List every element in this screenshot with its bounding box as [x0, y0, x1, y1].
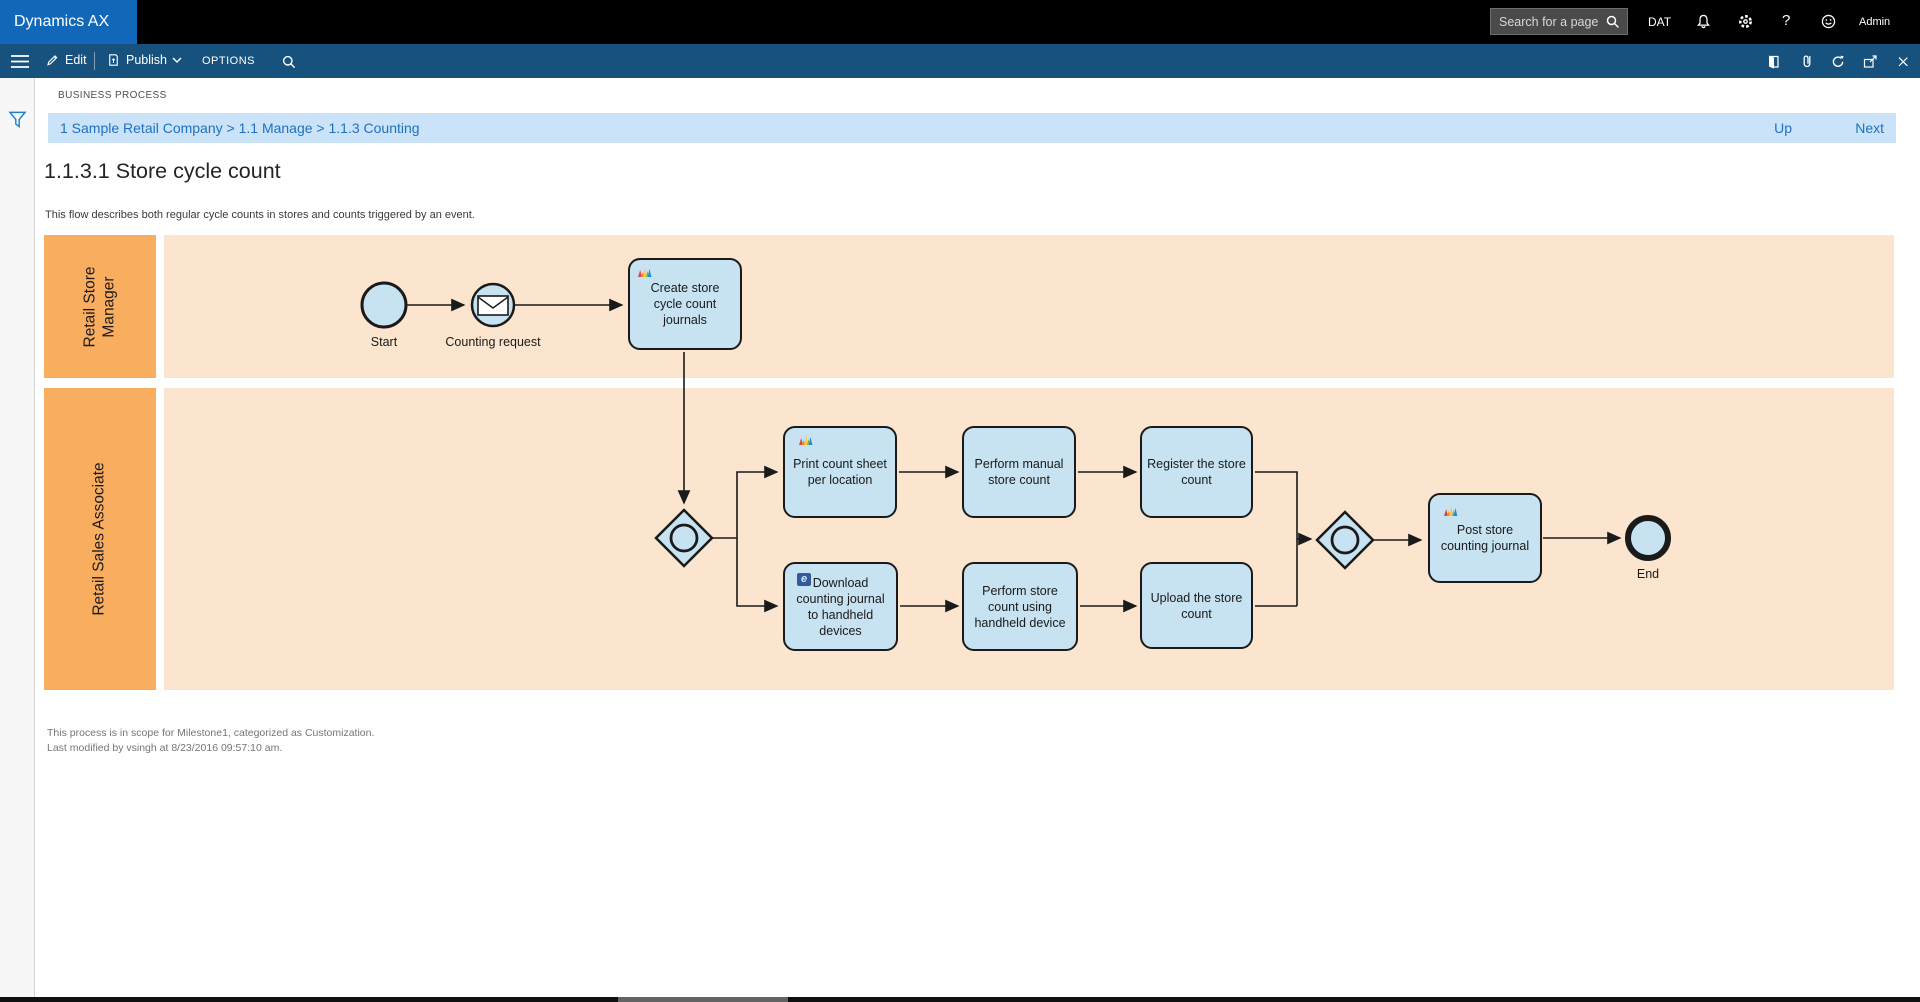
help-icon[interactable]: ?	[1782, 12, 1791, 29]
task-perform-store-count-handheld[interactable]: Perform store count using handheld devic…	[962, 562, 1078, 651]
lane-body-retail-store-manager	[164, 235, 1894, 378]
dynamics-ax-icon	[799, 433, 813, 450]
publish-icon	[109, 54, 118, 66]
next-link[interactable]: Next	[1855, 120, 1884, 136]
lane-label-retail-store-manager: Retail Store Manager	[44, 235, 156, 378]
open-in-new-window-icon[interactable]	[1862, 53, 1878, 70]
start-event-label: Start	[370, 335, 398, 349]
app-logo[interactable]: Dynamics AX	[0, 0, 137, 44]
edit-pencil-icon	[47, 55, 58, 66]
refresh-icon[interactable]	[1830, 53, 1846, 70]
end-event-label: End	[1636, 567, 1660, 581]
breadcrumb-path: 1 Sample Retail Company > 1.1 Manage > 1…	[60, 120, 420, 136]
task-perform-manual-store-count[interactable]: Perform manual store count	[962, 426, 1076, 518]
app-title: Dynamics AX	[14, 13, 110, 30]
hamburger-menu-icon[interactable]	[10, 54, 30, 69]
up-link[interactable]: Up	[1774, 120, 1792, 136]
internet-explorer-icon: e	[797, 570, 811, 586]
publish-button[interactable]: Publish	[106, 52, 182, 68]
dynamics-ax-icon	[1444, 504, 1458, 521]
scope-note: This process is in scope for Milestone1,…	[47, 727, 375, 739]
horizontal-scrollbar-thumb[interactable]	[618, 997, 788, 1002]
section-label: BUSINESS PROCESS	[58, 90, 167, 101]
close-icon[interactable]	[1896, 54, 1910, 69]
toolbar-divider	[94, 52, 95, 70]
task-create-store-cycle-count-journals[interactable]: Create store cycle count journals	[628, 258, 742, 350]
search-input[interactable]	[1491, 14, 1603, 29]
settings-gear-icon[interactable]	[1737, 13, 1754, 30]
filter-funnel-icon[interactable]	[7, 110, 28, 129]
page-search-box[interactable]	[1490, 8, 1628, 35]
feedback-smiley-icon[interactable]	[1820, 13, 1837, 30]
notifications-bell-icon[interactable]	[1695, 13, 1712, 30]
task-print-count-sheet[interactable]: Print count sheet per location	[783, 426, 897, 518]
page-title: 1.1.3.1 Store cycle count	[44, 159, 281, 183]
attachments-paperclip-icon[interactable]	[1799, 53, 1815, 70]
dynamics-ax-icon	[638, 265, 652, 282]
lane-label-retail-sales-associate: Retail Sales Associate	[44, 388, 156, 690]
breadcrumb[interactable]: 1 Sample Retail Company > 1.1 Manage > 1…	[48, 113, 1896, 143]
counting-request-label: Counting request	[445, 335, 541, 349]
task-post-store-counting-journal[interactable]: Post store counting journal	[1428, 493, 1542, 583]
process-description: This flow describes both regular cycle c…	[45, 209, 475, 221]
edit-button[interactable]: Edit	[45, 52, 87, 68]
user-name[interactable]: Admin	[1859, 16, 1891, 28]
toolbar-search-icon[interactable]	[281, 54, 297, 70]
task-upload-the-store-count[interactable]: Upload the store count	[1140, 562, 1253, 649]
top-app-bar: Dynamics AX DAT ? Admin	[0, 0, 1920, 44]
task-register-the-store-count[interactable]: Register the store count	[1140, 426, 1253, 518]
last-modified-note: Last modified by vsingh at 8/23/2016 09:…	[47, 742, 283, 754]
task-download-counting-journal[interactable]: e Download counting journal to handheld …	[783, 562, 898, 651]
action-toolbar: Edit Publish OPTIONS	[0, 44, 1920, 78]
office-panel-icon[interactable]	[1765, 53, 1781, 70]
left-filter-rail	[0, 78, 35, 997]
horizontal-scrollbar-track[interactable]	[0, 997, 1920, 1002]
chevron-down-icon	[172, 57, 182, 63]
company-badge[interactable]: DAT	[1648, 15, 1672, 29]
search-icon[interactable]	[1603, 14, 1627, 30]
options-button[interactable]: OPTIONS	[202, 55, 256, 67]
